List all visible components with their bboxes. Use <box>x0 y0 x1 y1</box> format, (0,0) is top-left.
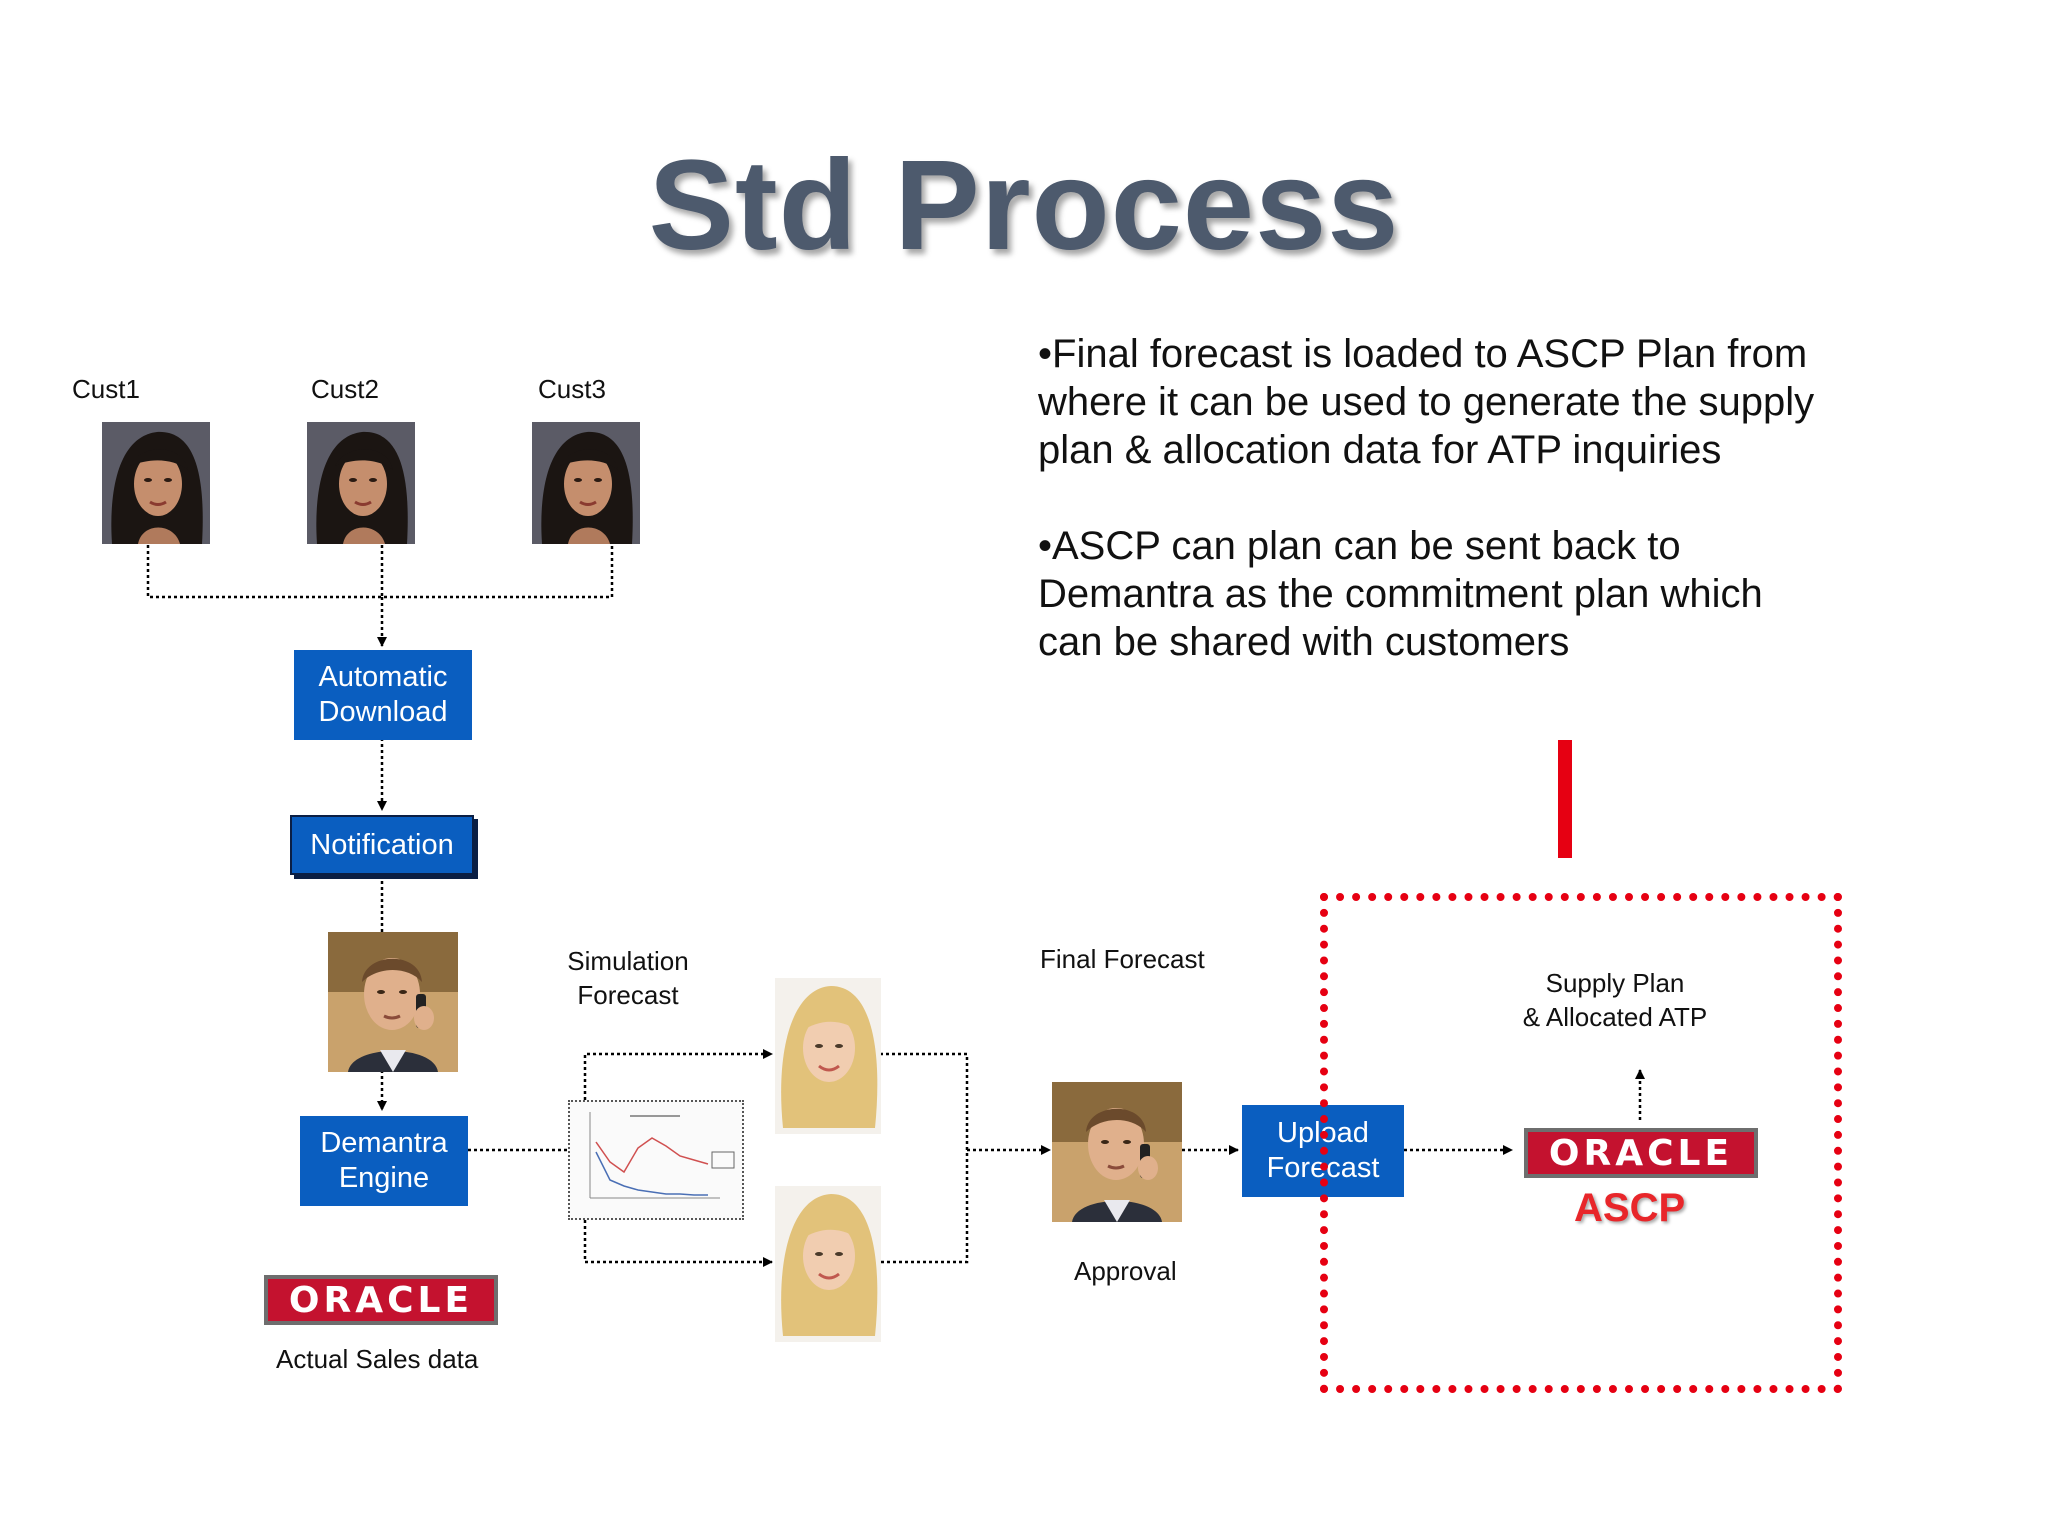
connector-reviewers-merge <box>880 1052 969 1264</box>
slide-title: Std Process <box>648 134 1400 277</box>
connector-to-reviewer-bottom <box>583 1220 773 1267</box>
approval-label: Approval <box>1074 1256 1177 1286</box>
customer-label-1: Cust1 <box>72 374 140 404</box>
simulation-forecast-label: Simulation Forecast <box>567 946 689 1010</box>
oracle-logo-sales: ORACLE <box>264 1275 498 1325</box>
simulation-chart-thumbnail <box>568 1100 744 1220</box>
automatic-download-box: Automatic Download <box>294 650 472 740</box>
planner-photo <box>328 932 458 1072</box>
notification-box: Notification <box>290 815 474 875</box>
reviewer-photo-top <box>775 978 881 1134</box>
approver-photo <box>1052 1082 1182 1222</box>
customer-photo-1 <box>102 422 210 544</box>
oracle-logo-ascp: ORACLE <box>1524 1128 1758 1178</box>
ascp-highlight-box <box>1320 893 1842 1393</box>
ascp-label: ASCP <box>1574 1186 1686 1230</box>
connector-cust1 <box>146 545 614 599</box>
reviewer-photo-bottom <box>775 1186 881 1342</box>
connector-to-reviewer-top <box>583 1049 773 1100</box>
bullet-2: •ASCP can plan can be sent back to Deman… <box>1038 524 1763 664</box>
customer-photo-3 <box>532 422 640 544</box>
supply-plan-label: Supply Plan & Allocated ATP <box>1522 968 1708 1032</box>
customer-label-2: Cust2 <box>311 374 379 404</box>
customer-label-3: Cust3 <box>538 374 606 404</box>
demantra-engine-box: Demantra Engine <box>300 1116 468 1206</box>
customer-photo-2 <box>307 422 415 544</box>
explanation-bullets: •Final forecast is loaded to ASCP Plan f… <box>1038 330 1828 714</box>
actual-sales-data-label: Actual Sales data <box>276 1344 479 1374</box>
final-forecast-label: Final Forecast <box>1040 944 1205 974</box>
highlight-connector-bar <box>1558 740 1572 858</box>
bullet-1: •Final forecast is loaded to ASCP Plan f… <box>1038 332 1815 472</box>
